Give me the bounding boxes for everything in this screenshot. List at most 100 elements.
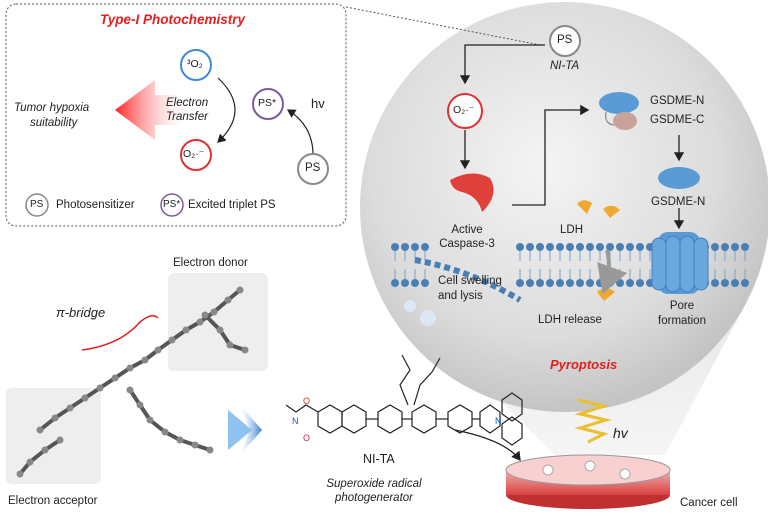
caspase-to-gsdme-arrow [512, 104, 590, 206]
electron-donor-label: Electron donor [173, 257, 248, 269]
pathway-superoxide-circle [447, 93, 483, 129]
lipid-head [626, 279, 634, 287]
excited-ps-label: PS* [258, 97, 277, 109]
hv-label-box: hv [311, 96, 325, 111]
ground-ps-label: PS [305, 162, 321, 174]
molecule-atom [168, 336, 176, 344]
swelling-bubble [404, 300, 416, 312]
cell-swelling-line1: Cell swelling [438, 275, 502, 287]
molecule-atom [224, 296, 232, 304]
lipid-head [421, 279, 429, 287]
molecule-atom [216, 326, 224, 334]
lipid-head [516, 279, 524, 287]
lipid-head [566, 243, 574, 251]
lipid-head [731, 279, 739, 287]
formation-label: formation [658, 315, 706, 327]
lipid-head [731, 243, 739, 251]
excited-ps-circle [252, 88, 284, 120]
triplet-oxygen-label: ³O₂ [187, 58, 203, 70]
nita-name-label: NI-TA [363, 452, 395, 466]
cell-swelling-line2: and lysis [438, 290, 483, 302]
electron-label: Electron [166, 97, 209, 109]
lipid-head [721, 243, 729, 251]
molecule-atom [81, 394, 89, 402]
cancer-cell-label: Cancer cell [680, 497, 738, 509]
lipid-head [526, 279, 534, 287]
ps-to-superoxide-arrow [459, 44, 545, 85]
gsdme-n-cleaved-shape [658, 167, 700, 189]
electron-acceptor-label: Electron acceptor [8, 495, 98, 507]
pore-label: Pore [669, 300, 695, 312]
lipid-head [616, 243, 624, 251]
molecule-atom [26, 458, 34, 466]
triplet-oxygen-circle [180, 49, 212, 81]
cell-dot [584, 460, 596, 472]
molecule-atom [201, 311, 209, 319]
lipid-head [626, 243, 634, 251]
lipid-head [546, 279, 554, 287]
ldh-shape-2 [603, 205, 620, 218]
ldh-shape-1 [577, 200, 592, 214]
pi-bridge-bracket [81, 315, 159, 351]
lipid-head [576, 279, 584, 287]
nita-oxygen-1: O [303, 396, 310, 406]
nita-to-dish-arrow [454, 429, 521, 462]
lipid-head [556, 243, 564, 251]
nita-structure [285, 354, 523, 446]
molecule-atom [206, 446, 214, 454]
legend-photosensitizer: Photosensitizer [56, 199, 135, 211]
lipid-head [536, 279, 544, 287]
pyroptosis-label: Pyroptosis [550, 357, 618, 372]
caspase-label: Caspase-3 [439, 238, 495, 250]
lipid-head [616, 279, 624, 287]
gsdme-n-cleaved-label: GSDME-N [651, 196, 706, 208]
lipid-head [516, 243, 524, 251]
molecule-bond [203, 313, 222, 332]
ldh-release-arrow [597, 249, 628, 294]
hypoxia-line1: Tumor hypoxia [14, 102, 90, 114]
lipid-head [401, 243, 409, 251]
molecule-atom [136, 401, 144, 409]
light-bolt [574, 398, 612, 444]
nita-nitrogen-2: N [495, 416, 502, 426]
molecule-atom [56, 436, 64, 444]
gsdme-linker [605, 111, 615, 126]
molecule-atom [41, 446, 49, 454]
hypoxia-line2: suitability [30, 117, 78, 129]
transfer-label: Transfer [166, 111, 208, 123]
swelling-bubble [420, 310, 436, 326]
molecule-atom [141, 356, 149, 364]
lipid-head [391, 243, 399, 251]
hypoxia-red-arrow [115, 80, 185, 140]
lysed-membrane [414, 257, 522, 303]
molecule-atom [191, 441, 199, 449]
nita-nitrogen-1: N [292, 416, 299, 426]
cell-dot [542, 464, 554, 476]
cell-dot [619, 468, 631, 480]
molecule-3d-model [16, 286, 249, 478]
gsdme-c-shape [613, 112, 637, 130]
gsdme-n-label: GSDME-N [650, 95, 705, 107]
lipid-head [636, 243, 644, 251]
molecule-atom [226, 341, 234, 349]
molecule-atom [196, 318, 204, 326]
molecule-atom [176, 436, 184, 444]
photochem-title: Type-I Photochemistry [100, 12, 246, 27]
ldh-release-label: LDH release [538, 314, 602, 326]
lipid-head [721, 279, 729, 287]
electron-transfer-arrow [217, 77, 236, 143]
lipid-head [566, 279, 574, 287]
molecule-atom [241, 346, 249, 354]
ldh-label: LDH [560, 224, 584, 236]
legend-ps-icon [25, 193, 49, 217]
pathway-nita-label: NI-TA [550, 60, 580, 72]
donor-region [168, 273, 268, 371]
lipid-head [391, 279, 399, 287]
superoxide-label: O₂·⁻ [183, 148, 205, 160]
molecule-atom [111, 374, 119, 382]
molecule-atom [161, 428, 169, 436]
hv-label-dish: hv [613, 425, 628, 441]
lipid-head [411, 243, 419, 251]
